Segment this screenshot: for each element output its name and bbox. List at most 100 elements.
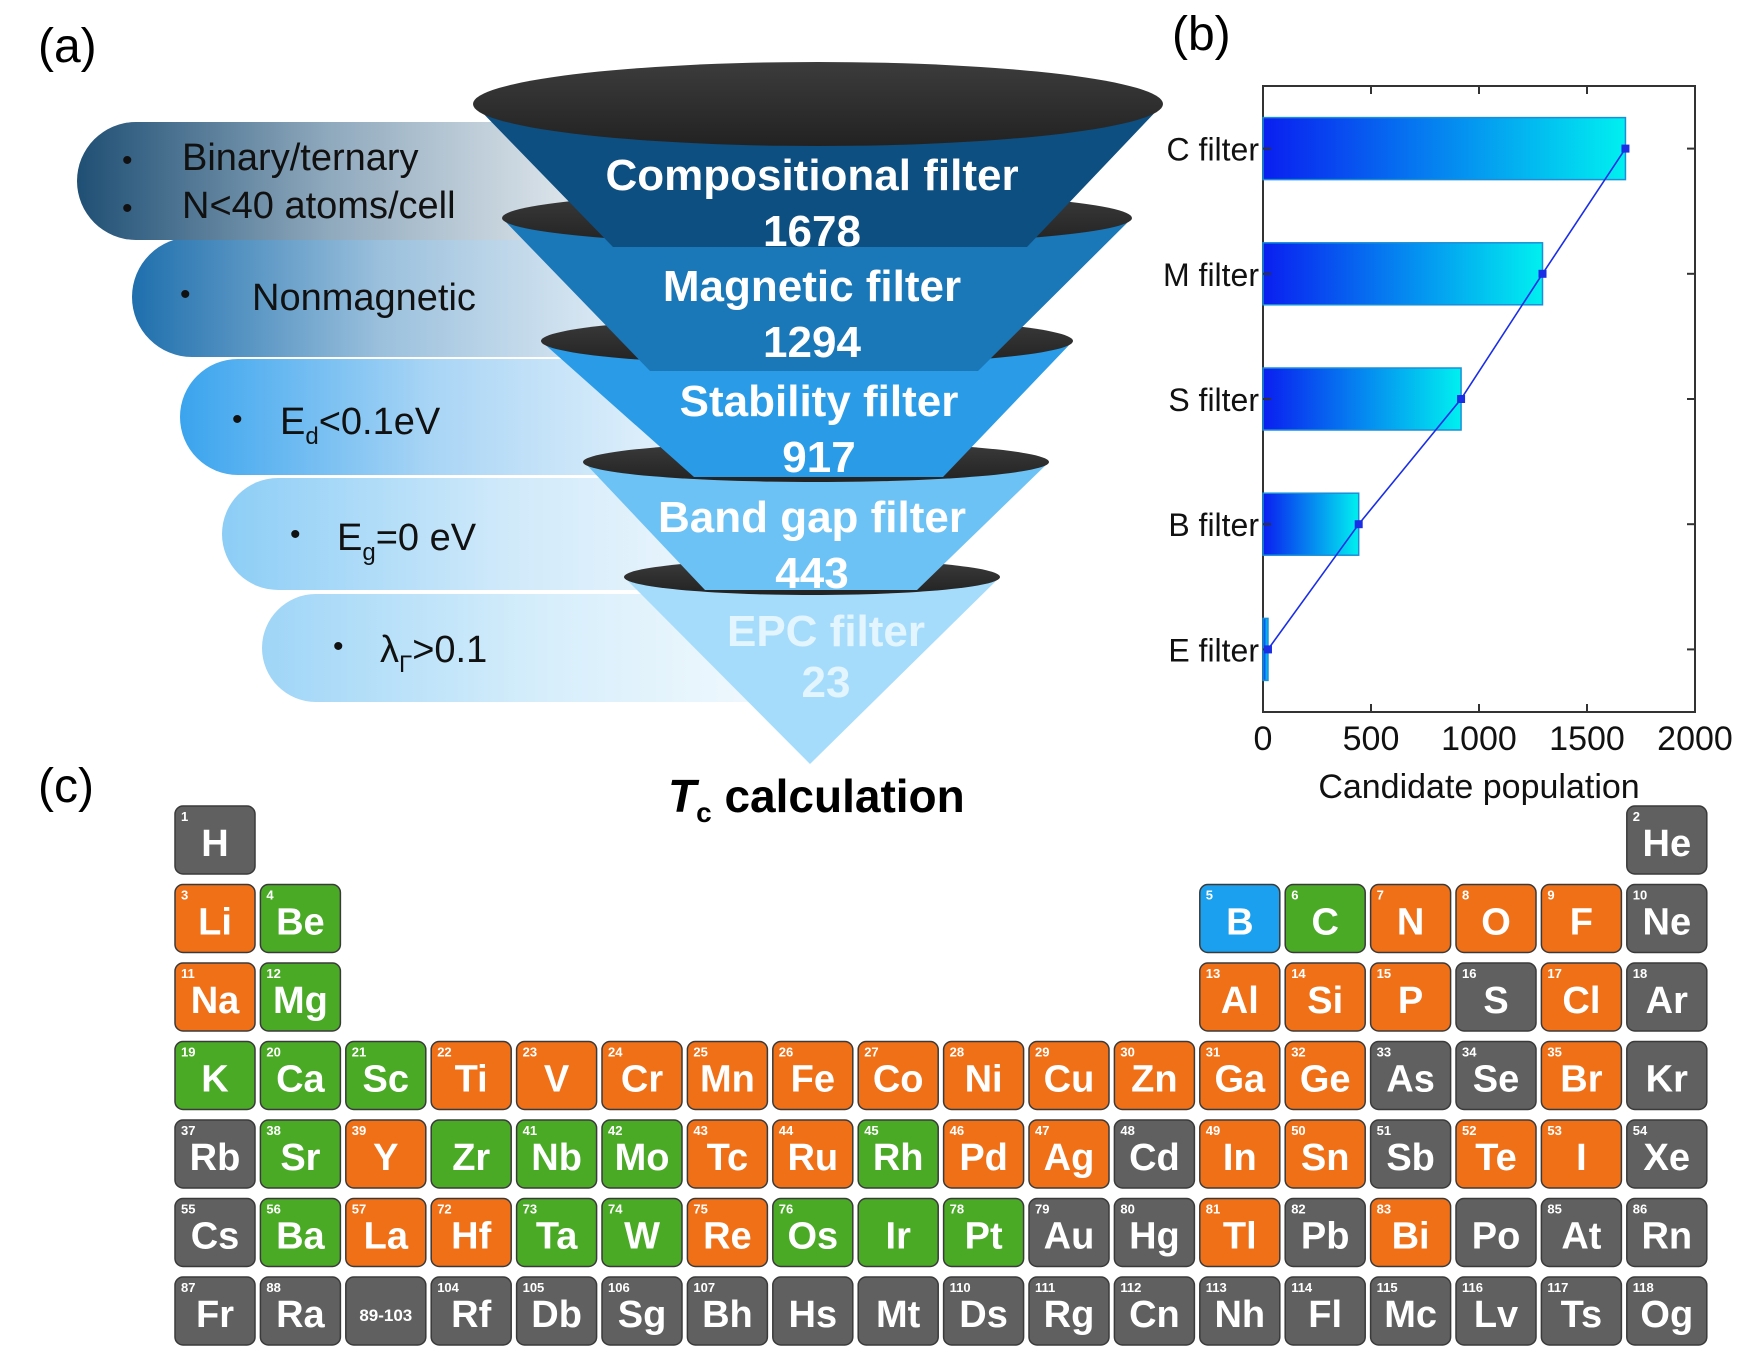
chart-x-tick-label: 500 bbox=[1343, 720, 1400, 758]
chart-category-label: B filter bbox=[1168, 507, 1259, 543]
chart-data-point bbox=[1538, 269, 1547, 278]
element-symbol: Lv bbox=[1474, 1294, 1518, 1336]
element-tile bbox=[1540, 1119, 1623, 1189]
element-tile bbox=[345, 1197, 427, 1268]
element-tile bbox=[1626, 962, 1708, 1032]
tc-calculation-label: Tc calculation bbox=[668, 770, 965, 828]
element-number: 105 bbox=[523, 1280, 545, 1295]
element-tile bbox=[1028, 1197, 1110, 1268]
element-tile bbox=[1369, 883, 1452, 954]
element-tile bbox=[942, 1276, 1025, 1346]
chart-category-label: S filter bbox=[1168, 382, 1259, 418]
element-cell: 53I bbox=[1540, 1119, 1623, 1189]
funnel-3-count: 917 bbox=[782, 433, 855, 482]
element-symbol: Os bbox=[787, 1216, 838, 1258]
element-symbol: H bbox=[201, 823, 228, 865]
element-symbol: Mg bbox=[273, 980, 328, 1022]
element-tile bbox=[430, 1119, 512, 1189]
element-number: 20 bbox=[266, 1045, 280, 1060]
element-tile bbox=[1540, 962, 1623, 1032]
element-tile bbox=[174, 1276, 256, 1346]
element-number: 56 bbox=[266, 1202, 280, 1217]
element-number: 30 bbox=[1120, 1045, 1134, 1060]
element-number: 72 bbox=[437, 1202, 451, 1217]
element-number: 111 bbox=[1035, 1280, 1055, 1295]
element-symbol: Ds bbox=[959, 1294, 1008, 1336]
chart-data-point bbox=[1621, 144, 1630, 153]
element-number: 18 bbox=[1633, 966, 1647, 981]
element-symbol: Nb bbox=[531, 1137, 582, 1179]
element-number: 7 bbox=[1377, 888, 1384, 903]
element-number: 118 bbox=[1633, 1280, 1654, 1295]
element-symbol: Ir bbox=[886, 1216, 912, 1258]
element-cell: 19K bbox=[174, 1040, 256, 1111]
element-number: 11 bbox=[181, 966, 195, 981]
element-tile bbox=[259, 1197, 342, 1268]
element-number: 106 bbox=[608, 1280, 630, 1295]
element-tile bbox=[1455, 1276, 1537, 1346]
element-symbol: Xe bbox=[1644, 1137, 1690, 1179]
element-symbol: S bbox=[1483, 980, 1508, 1022]
element-symbol: Fl bbox=[1308, 1294, 1342, 1336]
chart-x-tick-label: 1500 bbox=[1549, 720, 1625, 758]
element-symbol: Ni bbox=[965, 1059, 1003, 1101]
element-tile bbox=[1284, 1040, 1366, 1111]
element-symbol: V bbox=[544, 1059, 570, 1101]
element-number: 117 bbox=[1547, 1280, 1568, 1295]
element-tile bbox=[857, 1040, 939, 1111]
element-symbol: Ag bbox=[1044, 1137, 1095, 1179]
element-number: 81 bbox=[1206, 1202, 1220, 1217]
funnel-4-name: Band gap filter bbox=[658, 493, 966, 542]
element-number: 27 bbox=[864, 1045, 878, 1060]
element-tile bbox=[1113, 1040, 1196, 1111]
element-number: 74 bbox=[608, 1202, 623, 1217]
chart-x-tick-label: 2000 bbox=[1657, 720, 1733, 758]
element-cell: 74W bbox=[601, 1197, 683, 1268]
element-number: 47 bbox=[1035, 1123, 1049, 1138]
panel-label-c: (c) bbox=[38, 760, 94, 813]
element-symbol: Ti bbox=[455, 1059, 488, 1101]
element-symbol: Rf bbox=[451, 1294, 491, 1336]
element-number: 75 bbox=[693, 1202, 707, 1217]
bullet-icon: • bbox=[333, 630, 344, 663]
element-number: 53 bbox=[1547, 1123, 1561, 1138]
chart-data-point bbox=[1354, 520, 1363, 529]
element-number: 42 bbox=[608, 1123, 622, 1138]
element-cell: 1H bbox=[174, 805, 256, 875]
element-symbol: Ca bbox=[276, 1059, 325, 1101]
element-tile bbox=[1626, 1040, 1708, 1111]
element-number: 104 bbox=[437, 1280, 459, 1295]
criterion-1-line-2: N<40 atoms/cell bbox=[182, 185, 456, 227]
chart-x-tick-label: 1000 bbox=[1441, 720, 1517, 758]
element-tile bbox=[686, 1119, 769, 1189]
element-symbol: Zr bbox=[452, 1137, 490, 1179]
funnel-4-count: 443 bbox=[775, 549, 848, 598]
element-symbol: Sn bbox=[1301, 1137, 1350, 1179]
element-symbol: Sc bbox=[363, 1059, 409, 1101]
element-symbol: W bbox=[624, 1216, 660, 1258]
element-tile bbox=[1369, 962, 1452, 1032]
element-number: 15 bbox=[1377, 966, 1391, 981]
element-number: 51 bbox=[1377, 1123, 1391, 1138]
element-tile bbox=[857, 1119, 939, 1189]
element-symbol: Be bbox=[276, 902, 325, 944]
element-symbol: 89-103 bbox=[359, 1306, 412, 1325]
element-number: 85 bbox=[1547, 1202, 1561, 1217]
element-number: 5 bbox=[1206, 888, 1213, 903]
element-tile bbox=[174, 883, 256, 954]
